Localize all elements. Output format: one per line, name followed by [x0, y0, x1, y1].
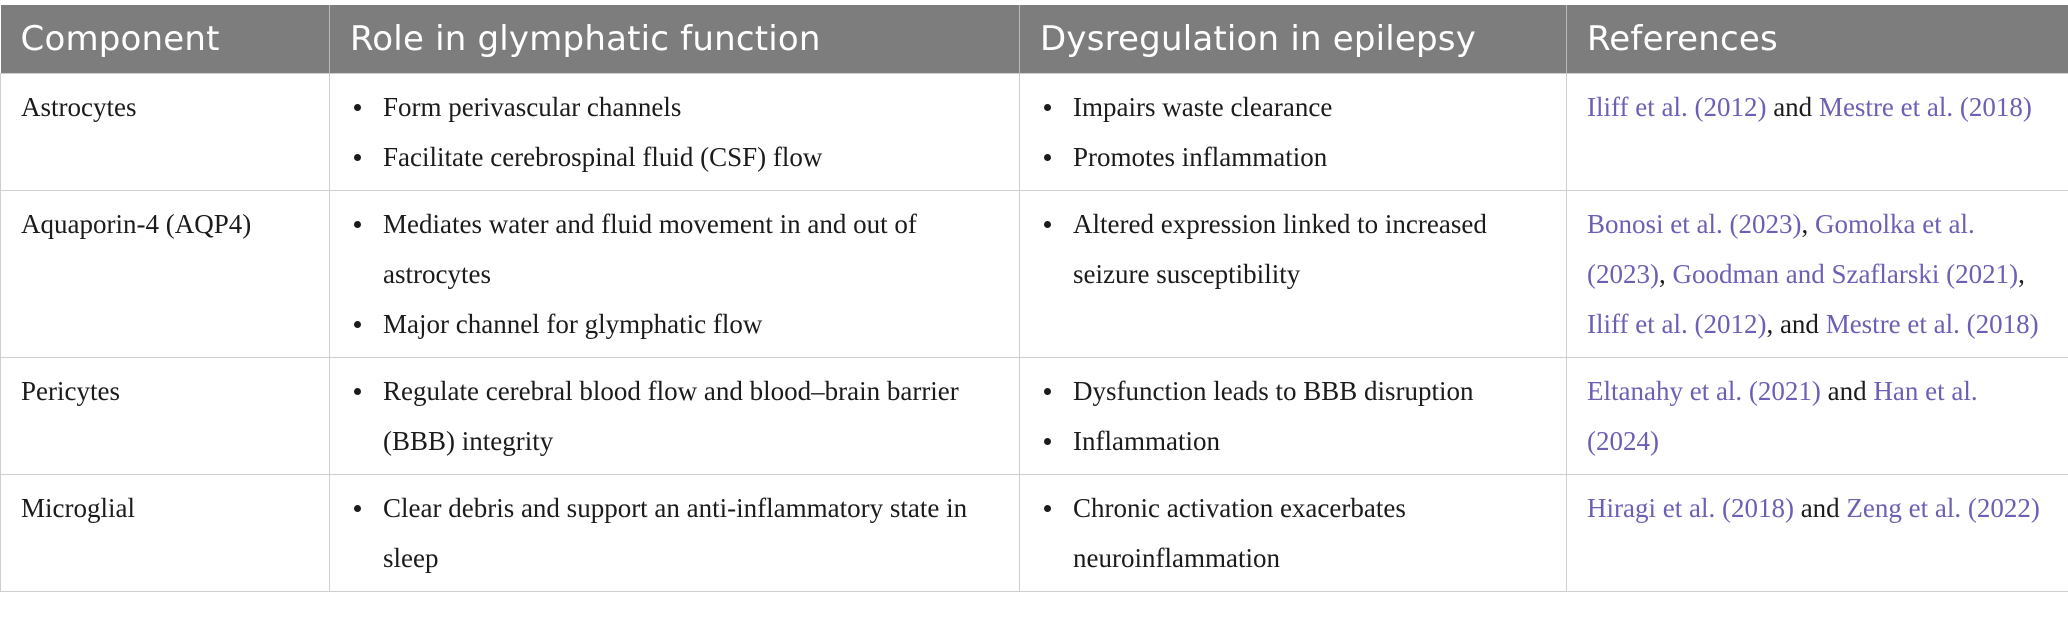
- bullet-list: Regulate cerebral blood flow and blood–b…: [350, 366, 999, 466]
- references-cell: Eltanahy et al. (2021) and Han et al. (2…: [1566, 357, 2068, 475]
- component-cell: Microglial: [0, 474, 330, 592]
- reference-link[interactable]: Iliff et al. (2012): [1587, 309, 1767, 339]
- reference-separator: ,: [2018, 259, 2025, 289]
- header-role: Role in glymphatic function: [329, 5, 1020, 74]
- component-cell: Aquaporin-4 (AQP4): [0, 190, 330, 358]
- reference-separator: ,: [1658, 259, 1673, 289]
- bullet-item: Promotes inflammation: [1040, 132, 1546, 182]
- reference-link[interactable]: Gomolka et al. (2023): [1587, 209, 1975, 289]
- reference-link[interactable]: Goodman and Szaflarski (2021): [1672, 259, 2019, 289]
- bullet-list: Altered expression linked to increased s…: [1040, 199, 1546, 299]
- references-cell: Bonosi et al. (2023), Gomolka et al. (20…: [1566, 190, 2068, 358]
- reference-link[interactable]: Zeng et al. (2022): [1846, 493, 2040, 523]
- bullet-item: Altered expression linked to increased s…: [1040, 199, 1546, 299]
- role-cell: Mediates water and fluid movement in and…: [329, 190, 1020, 358]
- bullet-item: Impairs waste clearance: [1040, 82, 1546, 132]
- reference-separator: and: [1820, 376, 1874, 406]
- reference-link[interactable]: Iliff et al. (2012): [1587, 92, 1767, 122]
- bullet-item: Facilitate cerebrospinal fluid (CSF) flo…: [350, 132, 999, 182]
- header-row: Component Role in glymphatic function Dy…: [0, 5, 2068, 74]
- reference-link[interactable]: Han et al. (2024): [1587, 376, 1978, 456]
- bullet-item: Clear debris and support an anti-inflamm…: [350, 483, 999, 583]
- component-cell: Pericytes: [0, 357, 330, 475]
- table-header: Component Role in glymphatic function Dy…: [0, 5, 2068, 74]
- reference-link[interactable]: Eltanahy et al. (2021): [1587, 376, 1821, 406]
- bullet-item: Form perivascular channels: [350, 82, 999, 132]
- bullet-item: Chronic activation exacerbates neuroinfl…: [1040, 483, 1546, 583]
- header-dysregulation: Dysregulation in epilepsy: [1019, 5, 1567, 74]
- bullet-list: Clear debris and support an anti-inflamm…: [350, 483, 999, 583]
- bullet-item: Major channel for glymphatic flow: [350, 299, 999, 349]
- header-references: References: [1566, 5, 2068, 74]
- references-cell: Hiragi et al. (2018) and Zeng et al. (20…: [1566, 474, 2068, 592]
- bullet-item: Mediates water and fluid movement in and…: [350, 199, 999, 299]
- bullet-item: Regulate cerebral blood flow and blood–b…: [350, 366, 999, 466]
- reference-separator: , and: [1766, 309, 1826, 339]
- role-cell: Clear debris and support an anti-inflamm…: [329, 474, 1020, 592]
- reference-link[interactable]: Hiragi et al. (2018): [1587, 493, 1794, 523]
- glymphatic-table-container: Component Role in glymphatic function Dy…: [0, 5, 2068, 592]
- bullet-list: Chronic activation exacerbates neuroinfl…: [1040, 483, 1546, 583]
- references-cell: Iliff et al. (2012) and Mestre et al. (2…: [1566, 73, 2068, 191]
- header-component: Component: [0, 5, 330, 74]
- bullet-list: Mediates water and fluid movement in and…: [350, 199, 999, 349]
- glymphatic-components-table: Component Role in glymphatic function Dy…: [0, 5, 2068, 592]
- role-cell: Regulate cerebral blood flow and blood–b…: [329, 357, 1020, 475]
- reference-link[interactable]: Bonosi et al. (2023): [1587, 209, 1802, 239]
- reference-separator: and: [1766, 92, 1819, 122]
- dysregulation-cell: Chronic activation exacerbates neuroinfl…: [1019, 474, 1567, 592]
- reference-separator: ,: [1801, 209, 1815, 239]
- reference-link[interactable]: Mestre et al. (2018): [1825, 309, 2039, 339]
- component-cell: Astrocytes: [0, 73, 330, 191]
- table-row: Aquaporin-4 (AQP4)Mediates water and flu…: [0, 190, 2068, 358]
- bullet-item: Inflammation: [1040, 416, 1546, 466]
- reference-link[interactable]: Mestre et al. (2018): [1818, 92, 2032, 122]
- bullet-item: Dysfunction leads to BBB disruption: [1040, 366, 1546, 416]
- reference-separator: and: [1793, 493, 1847, 523]
- dysregulation-cell: Altered expression linked to increased s…: [1019, 190, 1567, 358]
